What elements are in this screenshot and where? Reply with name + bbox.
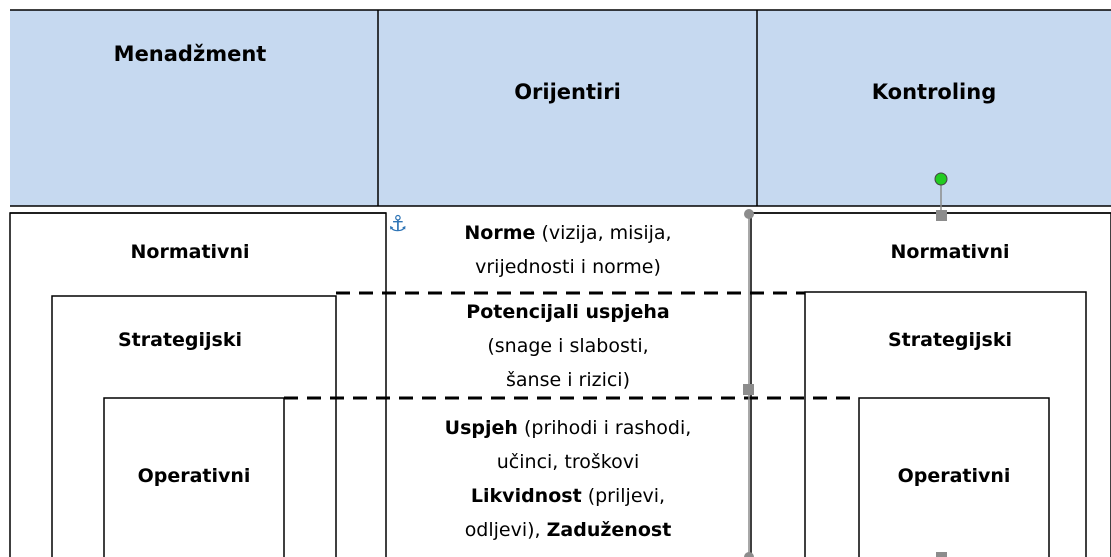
- resize-handle-bottom: [744, 552, 754, 557]
- norms-line-2: vrijednosti i norme): [475, 256, 661, 278]
- header-row: [10, 10, 1111, 206]
- debt-prefix: odljevi),: [464, 519, 547, 541]
- header-controlling: Kontroling: [871, 80, 997, 104]
- left-strategic-box: [51, 295, 337, 557]
- liquidity-line: Likvidnost (priljevi,: [388, 479, 748, 513]
- right-strategic-box: [804, 291, 1087, 557]
- norms-line-1: Norme (vizija, misija,: [388, 216, 748, 250]
- potential-line-2: (snage i slabosti,: [487, 335, 649, 357]
- left-normative-label: Normativni: [130, 241, 250, 263]
- left-operative-box: [103, 397, 285, 557]
- norms-desc: (vizija, misija,: [535, 222, 672, 244]
- debt-title: Zaduženost: [546, 519, 672, 541]
- header-orientation: Orijentiri: [514, 80, 621, 104]
- rotation-handle: [934, 172, 948, 186]
- right-strategic-label: Strategijski: [887, 329, 1012, 351]
- success-line-2: učinci, troškovi: [496, 451, 640, 473]
- debt-line: odljevi), Zaduženost: [388, 513, 748, 547]
- resize-handle-corner: [744, 209, 754, 219]
- resize-handle-top: [936, 210, 947, 221]
- left-strategic-label: Strategijski: [117, 329, 242, 351]
- header-management: Menadžment: [113, 42, 267, 66]
- left-normative-box: [9, 212, 387, 557]
- norms-title: Norme: [464, 222, 536, 244]
- resize-handle-bottom-mid: [936, 552, 947, 557]
- potential-line-3: šanse i rizici): [505, 369, 630, 391]
- success-title: Uspjeh: [444, 417, 518, 439]
- success-desc: (prihodi i rashodi,: [517, 417, 692, 439]
- right-operative-box: [858, 397, 1050, 557]
- success-line-1: Uspjeh (prihodi i rashodi,: [388, 411, 748, 445]
- left-operative-label: Operativni: [137, 465, 251, 487]
- potential-title: Potencijali uspjeha: [466, 301, 670, 323]
- resize-handle-side: [743, 384, 754, 395]
- liquidity-desc: (priljevi,: [581, 485, 666, 507]
- liquidity-title: Likvidnost: [470, 485, 582, 507]
- anchor-icon: ⚓: [388, 212, 408, 237]
- right-operative-label: Operativni: [897, 465, 1011, 487]
- right-normative-label: Normativni: [890, 241, 1010, 263]
